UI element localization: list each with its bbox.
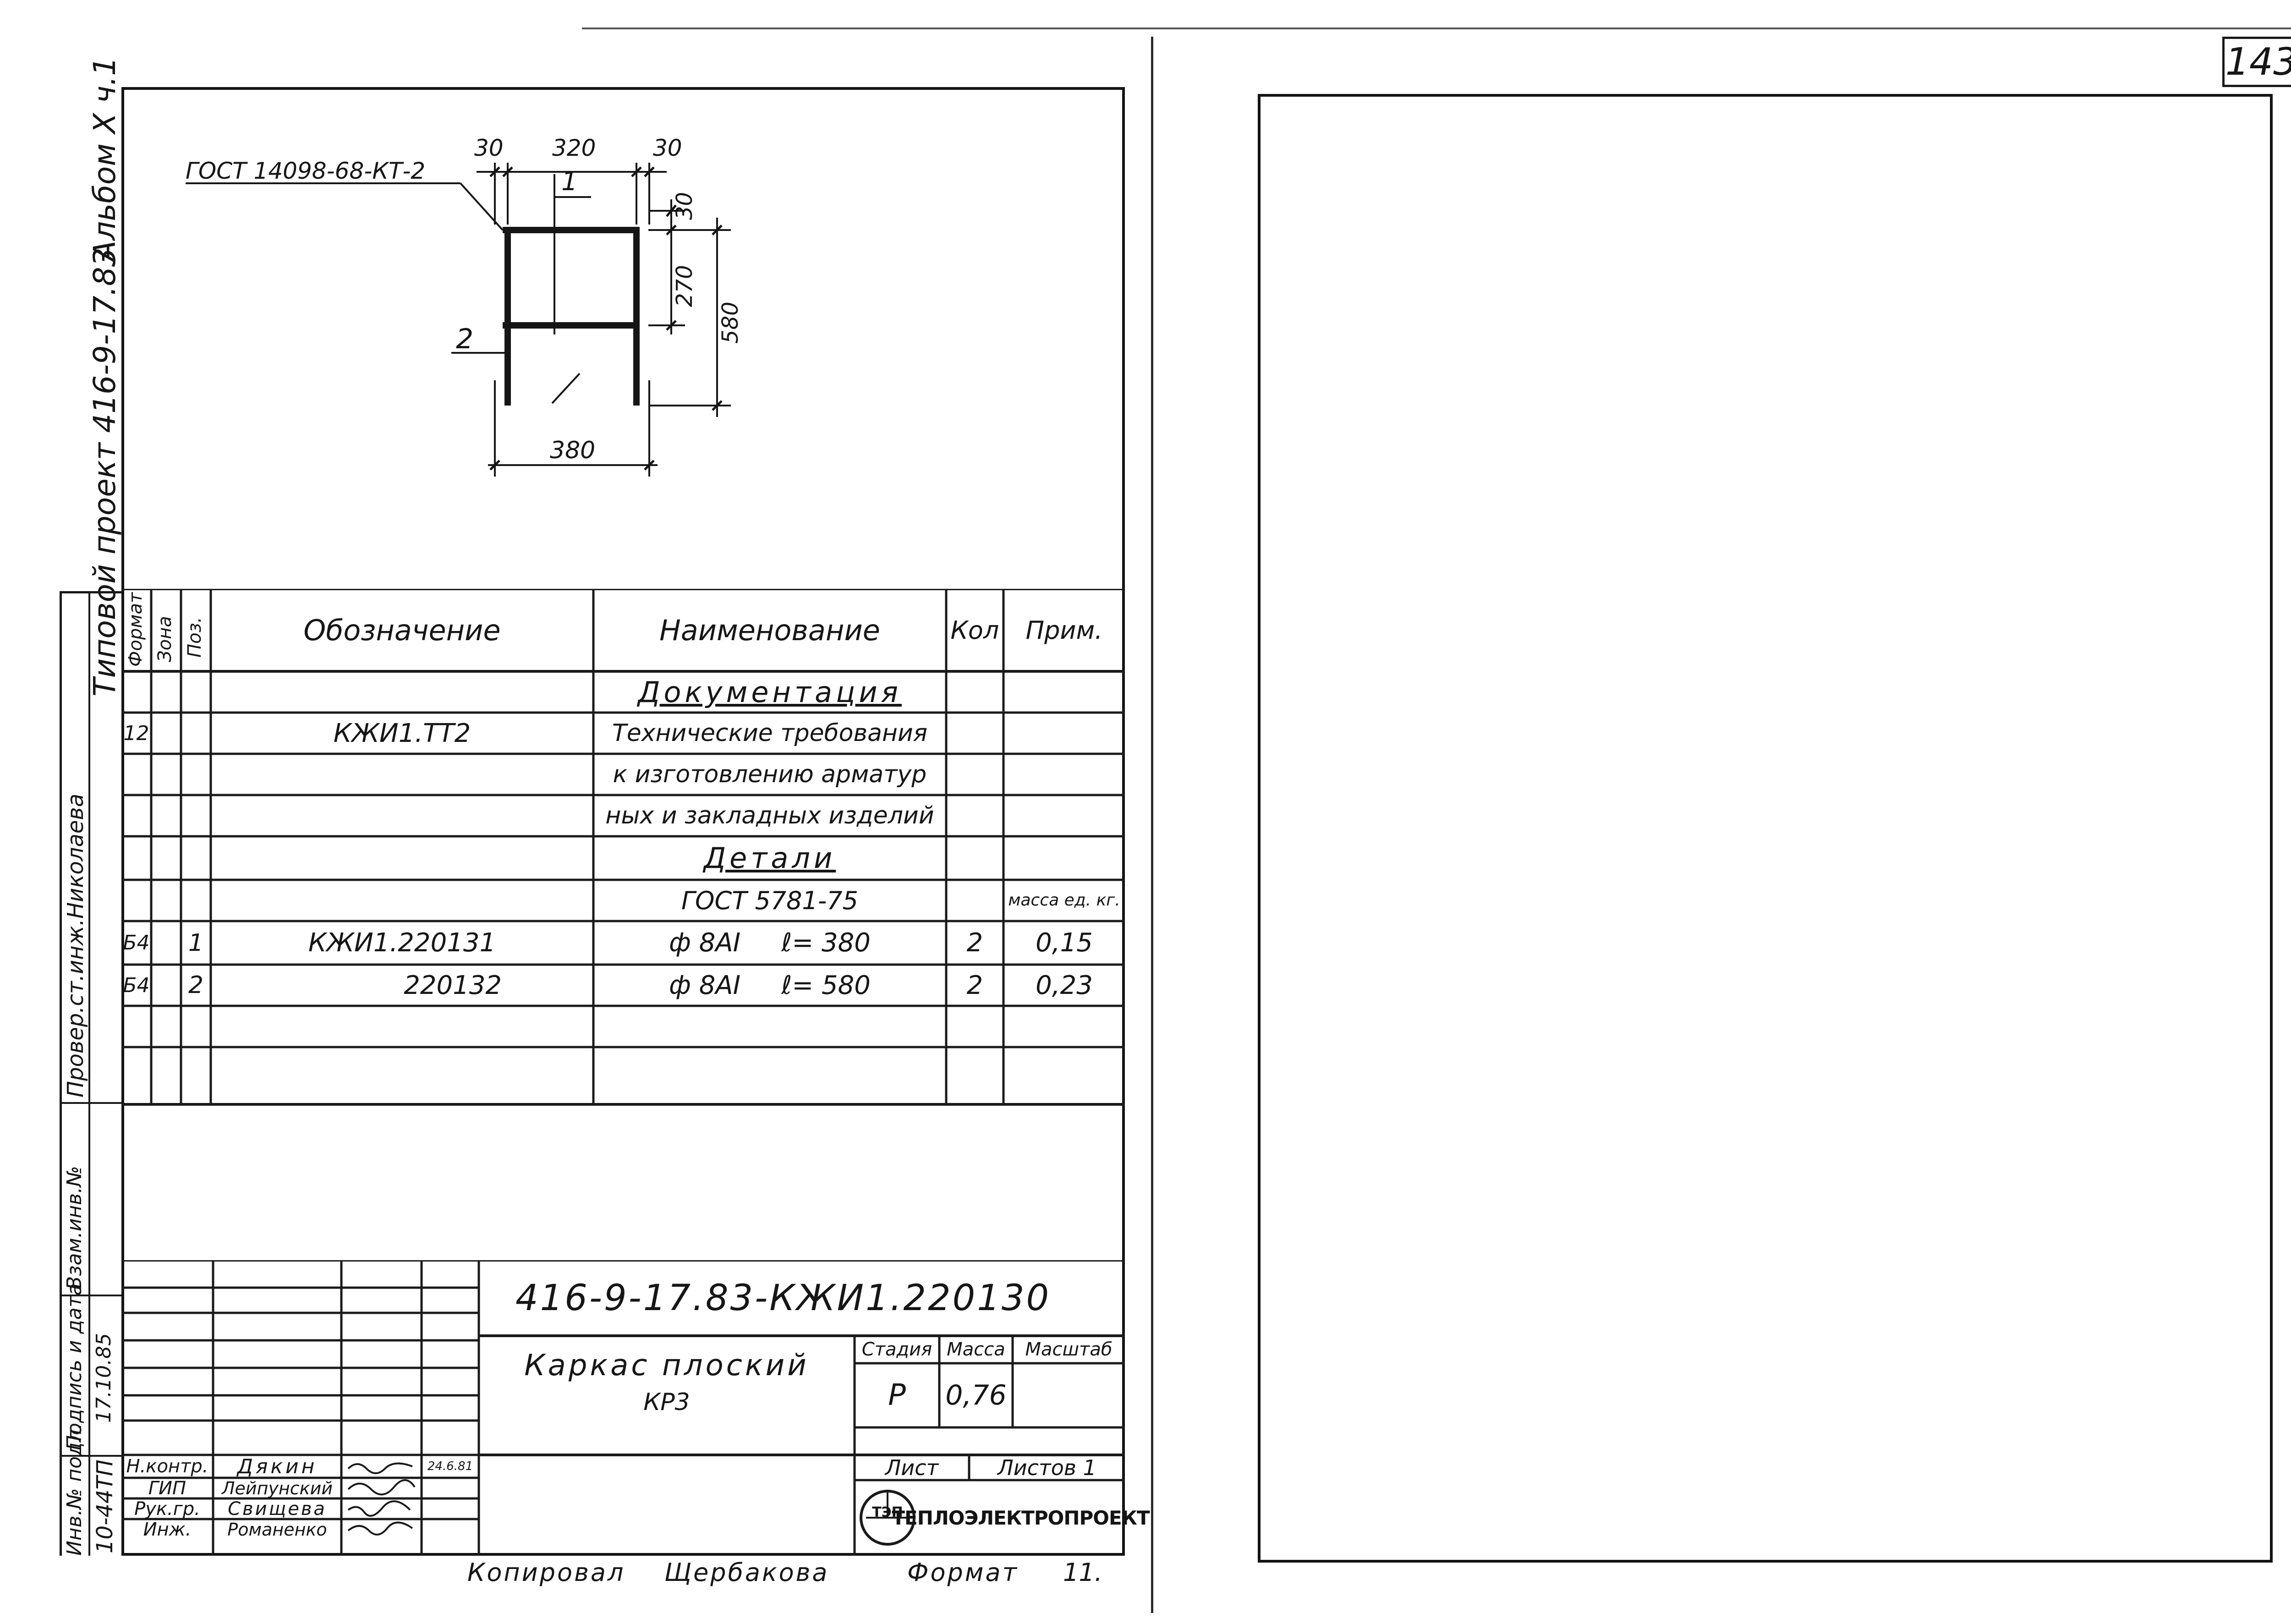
row-qty: 2	[966, 928, 983, 958]
row-pos: 1	[188, 929, 204, 957]
spec-table: Формат Зона Поз. Обозначение Наименовани…	[121, 589, 1125, 1107]
dim-30-right: 30	[653, 135, 682, 161]
format-label: Формат	[907, 1558, 1019, 1587]
sheets-value: 1	[1083, 1455, 1096, 1480]
inv-podl-value: 10-44ТП	[92, 1459, 118, 1553]
copied-name: Щербакова	[664, 1558, 829, 1587]
row-name: ф 8АI ℓ= 380	[669, 928, 871, 958]
signer-name: Романенко	[227, 1519, 327, 1540]
header-zone: Зона	[154, 616, 175, 662]
row-note: масса ед. кг.	[1008, 891, 1120, 910]
mass-value: 0,76	[945, 1379, 1007, 1411]
mass-label: Масса	[947, 1339, 1005, 1360]
right-sheet-frame	[1258, 94, 2273, 1563]
doc-code: 416-9-17.83-КЖИ1.220130	[515, 1277, 1051, 1319]
signer-name: Дякин	[237, 1454, 318, 1478]
scale-value	[1013, 1363, 1125, 1427]
row-name: ф 8АI ℓ= 580	[669, 970, 871, 1000]
row-note: 0,23	[1036, 970, 1093, 1000]
scale-label: Масштаб	[1025, 1339, 1113, 1360]
header-name: Наименование	[659, 613, 880, 647]
position-2: 2	[456, 323, 473, 355]
left-sheet-frame	[121, 87, 1125, 1556]
row-name: ных и закладных изделий	[605, 802, 934, 829]
row-designation: 220132	[404, 970, 502, 1000]
signer-role: Инж.	[143, 1519, 192, 1540]
signatures	[347, 1462, 416, 1536]
format-value: 11.	[1063, 1558, 1102, 1587]
sheets-label-text: Листов	[998, 1455, 1076, 1480]
row-pos: 2	[188, 971, 204, 999]
checked-label: Провер.ст.инж.Николаева	[63, 793, 88, 1097]
inv-podl-label: Инв.№ подл.	[63, 1423, 86, 1556]
stage-value: Р	[888, 1378, 906, 1412]
signer-date: 24.6.81	[427, 1459, 473, 1473]
dim-580: 580	[718, 302, 743, 344]
company-name: ТЕПЛОЭЛЕКТРОПРОЕКТ	[892, 1507, 1150, 1529]
title-block-grid	[121, 1260, 1125, 1556]
dim-270: 270	[672, 265, 697, 307]
row-designation: КЖИ1.220131	[308, 928, 496, 958]
copied-label: Копировал	[467, 1558, 625, 1587]
sheet-label: Лист	[885, 1455, 939, 1480]
stage-label: Стадия	[861, 1339, 932, 1360]
logo-letters: ТЭП	[872, 1504, 903, 1520]
row-designation: КЖИ1.ТТ2	[333, 718, 471, 748]
signer-name: Лейпунский	[221, 1478, 333, 1498]
drawing-title: Каркас плоский	[524, 1349, 809, 1383]
top-rule	[582, 27, 2291, 29]
dim-320: 320	[552, 135, 596, 161]
row-name: Технические требования	[612, 719, 928, 747]
title-block: 416-9-17.83-КЖИ1.220130 Каркас плоский К…	[121, 1260, 1150, 1556]
drawing-subtitle: КР3	[643, 1388, 690, 1416]
row-name: Документация	[638, 675, 902, 709]
side-stamp-column: Провер.ст.инж.Николаева Взам.инв.№ Подпи…	[60, 591, 124, 1556]
row-name: к изготовлению арматур	[613, 761, 927, 788]
company-logo-icon	[860, 1490, 915, 1546]
spec-table-grid	[121, 589, 1125, 1106]
sign-date-value: 17.10.85	[92, 1333, 115, 1423]
dim-30-top: 30	[672, 192, 697, 220]
signer-role: Рук.гр.	[134, 1498, 200, 1520]
signer-name: Свищева	[228, 1498, 327, 1520]
dim-380: 380	[550, 437, 595, 464]
row-format: 12	[123, 721, 149, 745]
header-format: Формат	[125, 592, 146, 667]
album-label: Альбом X ч.1	[87, 56, 122, 261]
row-qty: 2	[966, 970, 983, 1000]
dim-30-left: 30	[474, 135, 504, 161]
signer-role: ГИП	[148, 1477, 186, 1499]
row-format: Б4	[123, 931, 150, 955]
sheets-label: Листов 1	[969, 1455, 1125, 1480]
header-qty: Кол	[950, 615, 999, 645]
row-note: 0,15	[1036, 928, 1093, 958]
header-note: Прим.	[1025, 615, 1103, 645]
signer-role: Н.контр.	[126, 1456, 208, 1477]
frame-drawing: ГОСТ 14098-68-КТ-2 30 320 30 1 2 30 270 …	[186, 135, 743, 477]
page-divider	[1151, 37, 1153, 1613]
sheet-number-box: 143	[2222, 37, 2291, 87]
header-designation: Обозначение	[303, 613, 501, 647]
row-name: ГОСТ 5781-75	[681, 886, 859, 915]
row-name: Детали	[703, 841, 836, 875]
header-pos: Поз.	[184, 617, 205, 658]
gost-reference: ГОСТ 14098-68-КТ-2	[186, 158, 425, 184]
position-1: 1	[561, 167, 578, 197]
row-format: Б4	[123, 973, 150, 997]
inv-zam-label: Взам.инв.№	[63, 1166, 86, 1290]
sheet-number: 143	[2225, 40, 2291, 84]
